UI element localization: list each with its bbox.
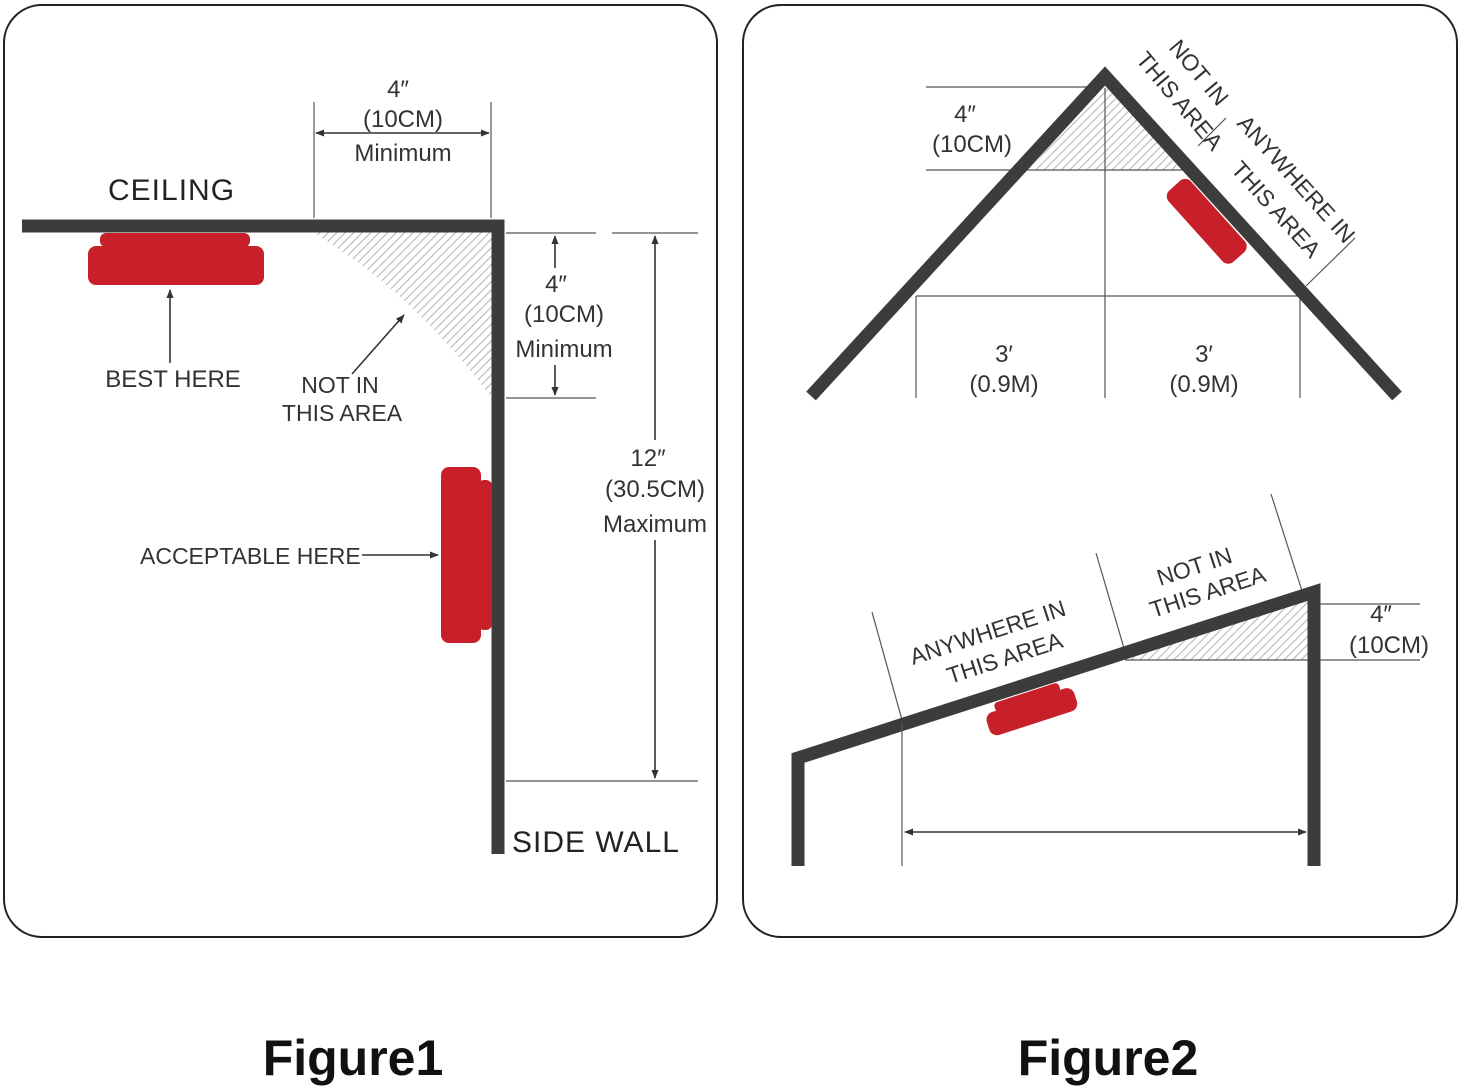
- figure1-panel: CEILING SIDE WALL 4″ (10CM) Minimum 4″ (…: [3, 4, 718, 938]
- figure2-title: Figure2: [1018, 1030, 1199, 1086]
- peak-right-dim-value: 3′: [1195, 341, 1213, 368]
- figure1-title: Figure1: [263, 1030, 444, 1086]
- slope-dim-metric: (10CM): [1349, 632, 1429, 659]
- not-in-area-arrow: [351, 314, 405, 375]
- slope-zone-tick-2: [1095, 552, 1127, 656]
- acceptable-here-label: ACCEPTABLE HERE: [140, 543, 361, 569]
- peak-left-dim-metric: (0.9M): [969, 371, 1038, 398]
- side-wall-label: SIDE WALL: [512, 826, 680, 859]
- figure2-frame: [742, 4, 1458, 938]
- smoke-detector-icon: [1166, 178, 1247, 264]
- peak-left-dim-value: 3′: [995, 341, 1013, 368]
- ceiling-dim-metric: (10CM): [363, 106, 443, 133]
- figure2-panel: 4″ (10CM) NOT IN THIS AREA ANYWHERE IN T…: [742, 4, 1458, 938]
- slope-ceiling-line: [791, 583, 1321, 866]
- slope-zone-tick-1: [871, 611, 903, 721]
- wall-dim-qualifier: Minimum: [515, 336, 612, 363]
- ceiling-dim-qualifier: Minimum: [354, 140, 451, 167]
- peak-dim-value: 4″: [954, 101, 976, 128]
- best-here-label: BEST HERE: [105, 366, 241, 393]
- no-zone-hatch: [312, 232, 492, 398]
- slope-dim-value: 4″: [1370, 601, 1392, 628]
- ceiling-dim-value: 4″: [387, 76, 409, 103]
- not-in-area-line1: NOT IN: [301, 372, 379, 398]
- wall-dim-metric: (10CM): [524, 301, 604, 328]
- peak-zone-tick-2: [1305, 237, 1356, 287]
- smoke-detector-icon: [986, 683, 1078, 736]
- max-dim-qualifier: Maximum: [603, 511, 707, 538]
- peak-zone-tick-1: [1197, 117, 1227, 147]
- slope-zone-tick-3: [1270, 493, 1304, 595]
- ceiling-and-wall: [22, 219, 505, 854]
- peak-right-dim-metric: (0.9M): [1169, 371, 1238, 398]
- sloped-ceiling: ANYWHERE IN THIS AREA NOT IN THIS AREA 4…: [791, 493, 1429, 866]
- not-in-area-line2: THIS AREA: [282, 400, 403, 426]
- wall-dim-value: 4″: [545, 271, 567, 298]
- ceiling-label: CEILING: [108, 174, 235, 207]
- peak-dim-metric: (10CM): [932, 131, 1012, 158]
- max-dim-metric: (30.5CM): [605, 476, 705, 503]
- max-dim-value: 12″: [630, 445, 666, 472]
- peak-roof-line: [806, 66, 1402, 401]
- smoke-detector-icon: [88, 233, 264, 285]
- smoke-detector-icon: [441, 467, 492, 643]
